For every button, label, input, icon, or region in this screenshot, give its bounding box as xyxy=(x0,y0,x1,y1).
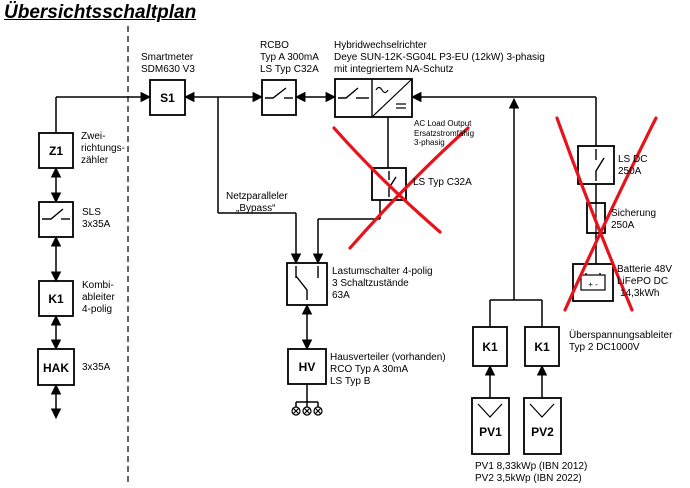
pv1-tag: PV1 xyxy=(479,425,502,439)
ls-dc-box xyxy=(577,145,615,185)
hv-output-circles xyxy=(291,406,323,416)
switch-symbol-icon xyxy=(265,87,287,99)
k1-pv1-tag: K1 xyxy=(482,340,498,354)
inverter-box xyxy=(334,78,413,118)
s1-box: S1 xyxy=(149,79,186,116)
k1-left-tag: K1 xyxy=(48,292,64,306)
z1-label: Zwei-richtungs-zähler xyxy=(81,131,125,166)
ls-c32-label: LS Typ C32A xyxy=(413,177,472,188)
k1-left-box: K1 xyxy=(38,280,74,317)
left-chain xyxy=(50,91,152,420)
battery-box: + - xyxy=(572,263,614,302)
k1-pv1-box: K1 xyxy=(472,326,508,367)
pv2-tag: PV2 xyxy=(531,425,554,439)
red-cross-ac-load xyxy=(332,126,470,250)
load-switch-box xyxy=(286,262,328,306)
switch-symbol-icon xyxy=(338,87,359,99)
changeover-switch-icon xyxy=(295,275,308,300)
hak-label: 3x35A xyxy=(82,362,111,373)
sls-switch-box xyxy=(38,201,74,238)
battery-icon xyxy=(580,274,606,291)
battery-symbol: + - xyxy=(588,280,598,289)
red-cross-battery xyxy=(555,116,658,312)
rcbo-box xyxy=(261,79,297,116)
pv2-box: PV2 xyxy=(523,397,562,455)
ac-wave-icon xyxy=(375,86,389,94)
hv-box: HV xyxy=(287,348,327,385)
switch-symbol-icon xyxy=(42,208,64,220)
z1-tag: Z1 xyxy=(49,144,63,158)
hak-box: HAK xyxy=(37,348,75,386)
pv-note: PV1 8,33kWp (IBN 2012)PV2 3,5kWp (IBN 20… xyxy=(475,461,588,484)
pv1-box: PV1 xyxy=(471,397,510,455)
page-title: Übersichtsschaltplan xyxy=(4,2,197,23)
hak-tag: HAK xyxy=(43,361,69,375)
s1-tag: S1 xyxy=(160,91,175,105)
z1-box: Z1 xyxy=(38,132,74,169)
top-wiring xyxy=(183,91,597,407)
k1-pv2-box: K1 xyxy=(524,326,560,367)
hv-tag: HV xyxy=(299,360,316,374)
pv-panel-icon xyxy=(529,403,555,418)
bypass-label: Netzparalleler„Bypass“ xyxy=(226,191,288,214)
pv-panel-icon xyxy=(477,403,503,418)
k1-pv2-tag: K1 xyxy=(534,340,550,354)
